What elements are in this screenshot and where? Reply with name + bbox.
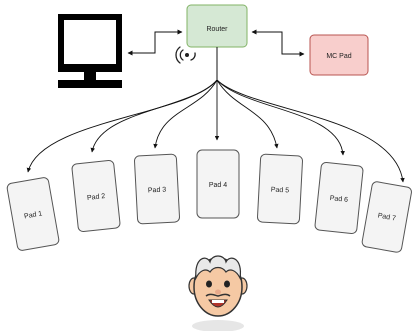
- pad-2[interactable]: Pad 2: [71, 159, 121, 233]
- pad-label: Pad 5: [271, 187, 290, 195]
- router-label: Router: [206, 26, 228, 33]
- router-mcpad-connector: [251, 29, 305, 57]
- pad-label: Pad 7: [377, 212, 396, 222]
- computer-router-connector: [127, 29, 183, 56]
- pad-label: Pad 6: [329, 195, 348, 204]
- pad-label: Pad 4: [209, 182, 227, 189]
- mc-pad-label: MC Pad: [326, 53, 351, 60]
- router-node[interactable]: Router: [186, 4, 248, 48]
- wifi-signal-icon: [175, 46, 196, 64]
- computer-monitor-icon: [58, 14, 122, 88]
- mc-pad-node[interactable]: MC Pad: [309, 34, 369, 76]
- pad-5[interactable]: Pad 5: [257, 153, 303, 225]
- elderly-man-avatar-icon: [188, 255, 248, 331]
- router-pad-connectors: [26, 47, 405, 183]
- pad-6[interactable]: Pad 6: [314, 161, 364, 235]
- pad-3[interactable]: Pad 3: [134, 153, 180, 225]
- pad-4[interactable]: Pad 4: [196, 149, 240, 219]
- pad-1[interactable]: Pad 1: [6, 177, 60, 251]
- pad-label: Pad 3: [148, 187, 167, 195]
- pad-7[interactable]: Pad 7: [361, 181, 412, 253]
- pad-label: Pad 2: [87, 193, 106, 202]
- pad-label: Pad 1: [24, 210, 43, 220]
